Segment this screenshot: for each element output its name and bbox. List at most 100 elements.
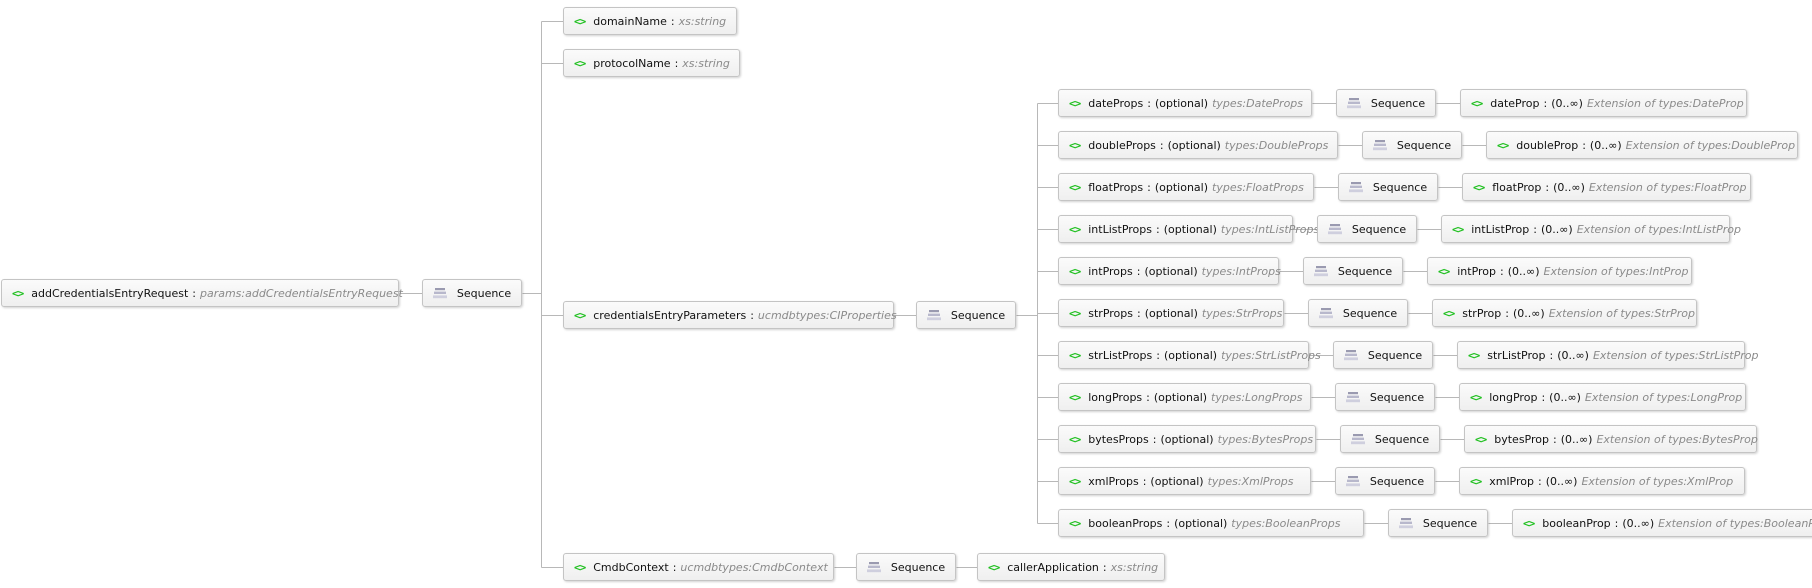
- element-floatProp[interactable]: <>floatProp:(0..∞)Extension of types:Flo…: [1462, 173, 1751, 201]
- sequence-node[interactable]: Sequence: [1317, 215, 1417, 243]
- element-type: types:StrListProps: [1221, 348, 1321, 362]
- element-bytesProps[interactable]: <>bytesProps:(optional)types:BytesProps: [1058, 425, 1316, 453]
- element-dateProps[interactable]: <>dateProps:(optional)types:DateProps: [1058, 89, 1312, 117]
- element-longProp[interactable]: <>longProp:(0..∞)Extension of types:Long…: [1459, 383, 1746, 411]
- sequence-node[interactable]: Sequence: [422, 279, 522, 307]
- element-type: types:BytesProps: [1217, 432, 1314, 446]
- sequence-node[interactable]: Sequence: [1362, 131, 1462, 159]
- element-intListProp[interactable]: <>intListProp:(0..∞)Extension of types:I…: [1441, 215, 1741, 243]
- element-domainName[interactable]: <>domainName:xs:string: [563, 7, 737, 35]
- element-dateProp[interactable]: <>dateProp:(0..∞)Extension of types:Date…: [1460, 89, 1747, 117]
- sequence-node[interactable]: Sequence: [1340, 425, 1440, 453]
- element-name: intProp: [1457, 264, 1497, 278]
- sequence-node[interactable]: Sequence: [1308, 299, 1408, 327]
- element-icon: <>: [1069, 390, 1081, 404]
- element-type: types:DateProps: [1212, 96, 1304, 110]
- element-name: strProp: [1462, 306, 1502, 320]
- element-name: xmlProps: [1088, 474, 1139, 488]
- element-protocolName[interactable]: <>protocolName:xs:string: [563, 49, 740, 77]
- sequence-label: Sequence: [1396, 138, 1452, 152]
- element-strProps[interactable]: <>strProps:(optional)types:StrProps: [1058, 299, 1284, 327]
- element-strProp[interactable]: <>strProp:(0..∞)Extension of types:StrPr…: [1432, 299, 1697, 327]
- element-modifier: (optional): [1154, 180, 1209, 194]
- element-modifier: (0..∞): [1551, 96, 1583, 110]
- element-icon: <>: [988, 560, 1000, 574]
- element-doubleProp[interactable]: <>doubleProp:(0..∞)Extension of types:Do…: [1486, 131, 1798, 159]
- element-modifier: (0..∞): [1560, 432, 1593, 446]
- element-CmdbContext[interactable]: <>CmdbContext:ucmdbtypes:CmdbContext: [563, 553, 834, 581]
- element-modifier: (optional): [1153, 390, 1208, 404]
- element-booleanProps[interactable]: <>booleanProps:(optional)types:BooleanPr…: [1058, 509, 1364, 537]
- sequence-node[interactable]: Sequence: [1335, 467, 1435, 495]
- element-name: floatProps: [1088, 180, 1144, 194]
- element-intProp[interactable]: <>intProp:(0..∞)Extension of types:IntPr…: [1427, 257, 1692, 285]
- element-modifier: (0..∞): [1512, 306, 1545, 320]
- element-icon: <>: [1069, 222, 1081, 236]
- element-strListProps[interactable]: <>strListProps:(optional)types:StrListPr…: [1058, 341, 1321, 369]
- element-intProps[interactable]: <>intProps:(optional)types:IntProps: [1058, 257, 1281, 285]
- sequence-node[interactable]: Sequence: [1303, 257, 1403, 285]
- element-type: xs:string: [1110, 560, 1159, 574]
- element-type: Extension of types:StrProp: [1548, 306, 1696, 320]
- element-type: Extension of types:DoubleProp: [1625, 138, 1796, 152]
- element-name: bytesProps: [1088, 432, 1149, 446]
- separator: :: [1505, 306, 1509, 320]
- element-name: doubleProp: [1516, 138, 1579, 152]
- element-modifier: (optional): [1144, 264, 1198, 278]
- element-name: longProps: [1088, 390, 1143, 404]
- element-type: Extension of types:IntProp: [1543, 264, 1689, 278]
- sequence-label: Sequence: [1374, 432, 1430, 446]
- element-icon: <>: [1069, 96, 1081, 110]
- separator: :: [1155, 222, 1160, 236]
- element-floatProps[interactable]: <>floatProps:(optional)types:FloatProps: [1058, 173, 1314, 201]
- element-name: CmdbContext: [593, 560, 669, 574]
- element-intListProps[interactable]: <>intListProps:(optional)types:IntListPr…: [1058, 215, 1319, 243]
- element-bytesProp[interactable]: <>bytesProp:(0..∞)Extension of types:Byt…: [1464, 425, 1758, 453]
- element-xmlProp[interactable]: <>xmlProp:(0..∞)Extension of types:XmlPr…: [1459, 467, 1745, 495]
- separator: :: [1541, 390, 1546, 404]
- element-type: types:BooleanProps: [1231, 516, 1341, 530]
- element-icon: <>: [1069, 474, 1081, 488]
- element-icon: <>: [574, 14, 586, 28]
- separator: :: [1146, 390, 1150, 404]
- element-booleanProp[interactable]: <>booleanProp:(0..∞)Extension of types:B…: [1512, 509, 1812, 537]
- element-name: strProps: [1088, 306, 1133, 320]
- element-name: booleanProp: [1542, 516, 1611, 530]
- sequence-label: Sequence: [456, 286, 512, 300]
- separator: :: [1614, 516, 1619, 530]
- sequence-node[interactable]: Sequence: [1336, 89, 1436, 117]
- element-name: dateProps: [1088, 96, 1144, 110]
- element-icon: <>: [1523, 516, 1535, 530]
- element-type: ucmdbtypes:CIProperties: [757, 308, 897, 322]
- separator: :: [1159, 138, 1164, 152]
- sequence-node[interactable]: Sequence: [1333, 341, 1433, 369]
- element-callerApplication[interactable]: <>callerApplication:xs:string: [977, 553, 1165, 581]
- sequence-node[interactable]: Sequence: [1338, 173, 1438, 201]
- element-icon: <>: [12, 286, 24, 300]
- element-type: Extension of types:FloatProp: [1588, 180, 1747, 194]
- root-element-addCredentialsEntryRequest[interactable]: <>addCredentialsEntryRequest:params:addC…: [1, 279, 403, 307]
- element-type: types:XmlProps: [1207, 474, 1294, 488]
- sequence-node[interactable]: Sequence: [856, 553, 956, 581]
- element-name: booleanProps: [1088, 516, 1163, 530]
- sequence-icon: [1327, 224, 1342, 235]
- element-icon: <>: [574, 560, 586, 574]
- separator: :: [1136, 264, 1141, 278]
- element-icon: <>: [1475, 432, 1487, 446]
- element-type: types:StrProps: [1201, 306, 1283, 320]
- element-modifier: (0..∞): [1622, 516, 1655, 530]
- sequence-node[interactable]: Sequence: [916, 301, 1016, 329]
- sequence-node[interactable]: Sequence: [1335, 383, 1435, 411]
- sequence-label: Sequence: [1351, 222, 1407, 236]
- sequence-node[interactable]: Sequence: [1388, 509, 1488, 537]
- element-longProps[interactable]: <>longProps:(optional)types:LongProps: [1058, 383, 1311, 411]
- element-strListProp[interactable]: <>strListProp:(0..∞)Extension of types:S…: [1457, 341, 1758, 369]
- element-xmlProps[interactable]: <>xmlProps:(optional)types:XmlProps: [1058, 467, 1311, 495]
- separator: :: [1152, 432, 1157, 446]
- element-name: addCredentialsEntryRequest: [31, 286, 189, 300]
- element-modifier: (0..∞): [1507, 264, 1540, 278]
- element-name: intListProps: [1088, 222, 1152, 236]
- element-doubleProps[interactable]: <>doubleProps:(optional)types:DoubleProp…: [1058, 131, 1338, 159]
- separator: :: [192, 286, 196, 300]
- element-credentialsEntryParameters[interactable]: <>credentialsEntryParameters:ucmdbtypes:…: [563, 301, 897, 329]
